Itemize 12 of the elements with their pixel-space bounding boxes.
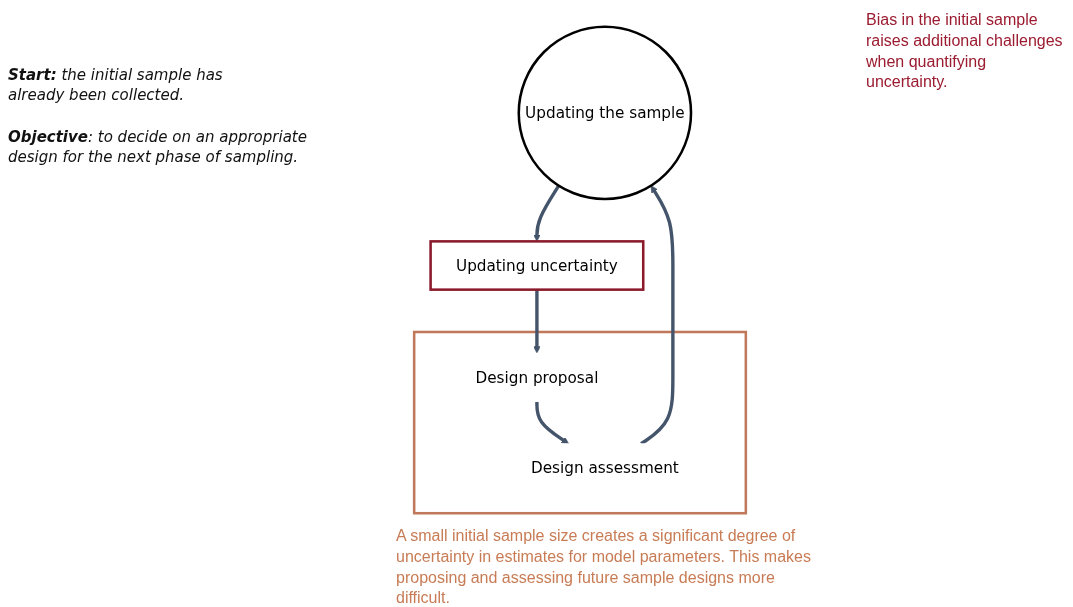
node-text: Design assessment <box>530 459 679 477</box>
arrow <box>533 184 561 242</box>
note-text: Objective: to decide on an appropriate design for the next phase of sampling. <box>8 128 308 167</box>
note-text: Start: the initial sample has already been collected. <box>8 66 224 105</box>
annotation-text: Bias in the initial sample raises additional challenges when quantifying uncertainty. <box>866 10 1064 93</box>
node-circle: Updating the sample <box>517 25 693 201</box>
node-box: Updating uncertainty <box>429 240 645 291</box>
arrow <box>535 401 569 445</box>
arrow <box>533 289 541 354</box>
cluster <box>412 330 748 515</box>
node-text: Design proposal <box>475 368 599 387</box>
annotation-text: A small initial sample size creates a significant degree of uncertainty in estimates for model parameters. This makes proposing and assessing future sample designs more difficult. <box>396 526 812 607</box>
